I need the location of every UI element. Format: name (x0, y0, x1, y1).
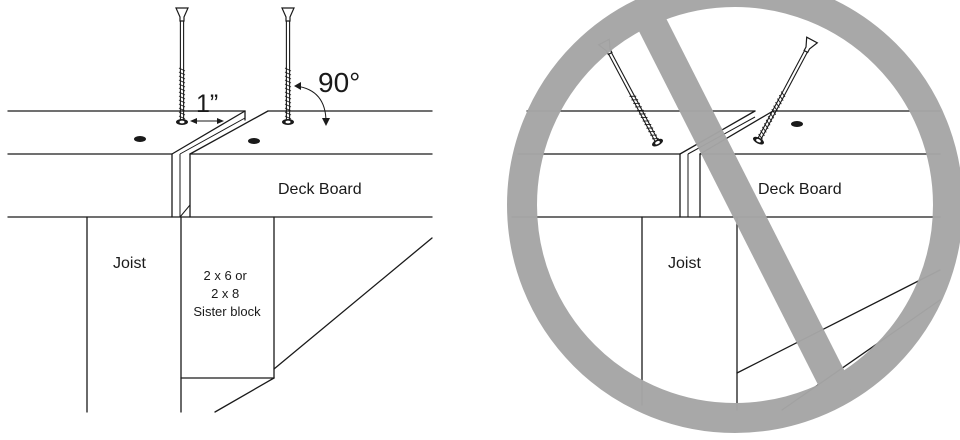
correct-method-diagram: 1” 90° Deck Board Joist 2 x 6 or 2 x 8 S… (7, 7, 433, 413)
angle-label: 90° (318, 67, 360, 98)
sister-block: 2 x 6 or 2 x 8 Sister block (180, 216, 275, 413)
screw-icon (175, 7, 189, 126)
block-label-line-3: Sister block (193, 304, 261, 319)
screw-icon (281, 7, 295, 126)
screw-hole (248, 138, 260, 144)
deck-board-label: Deck Board (758, 181, 842, 198)
screw-hole (134, 136, 146, 142)
block-label-line-2: 2 x 8 (211, 286, 239, 301)
block-label: 2 x 6 or 2 x 8 Sister block (193, 268, 261, 319)
block-label-line-1: 2 x 6 or (204, 268, 248, 283)
no-sign-icon (507, 0, 960, 433)
joist-label: Joist (668, 255, 701, 272)
angle-arc-arrow (294, 82, 330, 126)
spacing-dimension-arrow (190, 118, 224, 124)
incorrect-method-diagram: Deck Board Joist (507, 0, 960, 433)
joist: Joist (86, 216, 146, 413)
deck-board-label: Deck Board (278, 181, 362, 198)
joist: Joist (641, 216, 738, 411)
spacing-label: 1” (196, 90, 218, 118)
joist-label: Joist (113, 255, 146, 272)
screw-icon (751, 36, 818, 147)
screw-hole (791, 121, 803, 127)
